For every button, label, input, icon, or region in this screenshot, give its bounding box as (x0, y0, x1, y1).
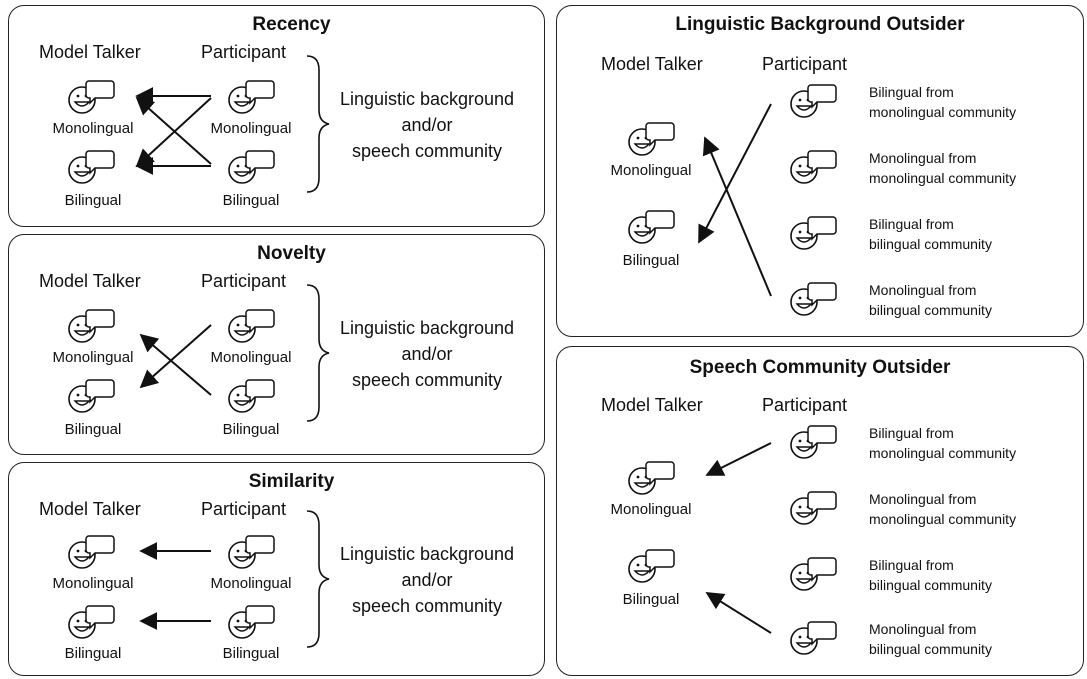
description-line: Bilingual from (869, 84, 954, 100)
model-talker-header: Model Talker (39, 42, 141, 62)
background-line: Linguistic background (339, 318, 515, 338)
talker-top-label: Monolingual (52, 575, 134, 592)
description-line: monolingual community (869, 511, 1017, 527)
arrow (135, 96, 212, 165)
talker-bottom-label: Bilingual (622, 252, 680, 269)
background-line: and/or (401, 344, 453, 364)
similarity-panel: Similarity Model Talker Participant Mono… (8, 462, 545, 676)
participant-description: Bilingual from bilingual community (869, 555, 992, 595)
background-text: Linguistic background and/or speech comm… (317, 315, 537, 393)
recency-arrows (135, 55, 330, 193)
participant-description: Bilingual from bilingual community (869, 214, 992, 254)
participant-header: Participant (201, 499, 287, 519)
novelty-panel: Novelty Model Talker Participant Monolin… (8, 234, 545, 455)
recency-panel: Recency Model Talker Participant Monolin… (8, 5, 545, 227)
description-line: Bilingual from (869, 557, 954, 573)
background-line: and/or (401, 115, 453, 135)
participant-top-label: Monolingual (210, 575, 292, 592)
participant-description: Bilingual from monolingual community (869, 82, 1016, 122)
description-line: bilingual community (869, 236, 992, 252)
arrow (698, 103, 772, 244)
talker-top-label: Monolingual (52, 120, 134, 137)
participant-bottom-label: Bilingual (222, 421, 280, 438)
participant-bottom-label: Bilingual (222, 645, 280, 662)
speech-community-outsider-panel: Speech Community Outsider Model Talker P… (556, 346, 1084, 676)
model-talker-header: Model Talker (601, 54, 703, 74)
background-line: Linguistic background (339, 89, 515, 109)
background-line: and/or (401, 570, 453, 590)
description-line: Bilingual from (869, 425, 954, 441)
panel-title: Recency (252, 14, 331, 35)
description-line: monolingual community (869, 104, 1017, 120)
arrow (139, 333, 212, 396)
description-line: bilingual community (869, 577, 992, 593)
brace (306, 55, 330, 193)
model-talker-header: Model Talker (601, 395, 703, 415)
description-line: bilingual community (869, 641, 992, 657)
participant-description: Monolingual from monolingual community (869, 148, 1016, 188)
participant-header: Participant (762, 395, 848, 415)
description-line: monolingual community (869, 170, 1017, 186)
panel-title: Novelty (257, 243, 326, 264)
arrow (705, 592, 772, 634)
participant-description: Monolingual from bilingual community (869, 619, 992, 659)
participant-bottom-label: Bilingual (222, 192, 280, 209)
outsider-arrows (698, 103, 772, 297)
participant-top-label: Monolingual (210, 349, 292, 366)
talker-top-label: Monolingual (610, 162, 692, 179)
panel-title: Speech Community Outsider (689, 357, 951, 378)
background-text: Linguistic background and/or speech comm… (317, 86, 537, 164)
background-line: speech community (351, 596, 503, 616)
panel-title: Similarity (248, 471, 335, 492)
novelty-arrows (139, 284, 330, 422)
participant-top-label: Monolingual (210, 120, 292, 137)
community-arrows (705, 442, 772, 634)
background-line: speech community (351, 141, 503, 161)
brace (306, 284, 330, 422)
arrow (705, 442, 772, 476)
talker-bottom-label: Bilingual (64, 645, 122, 662)
model-talker-header: Model Talker (39, 271, 141, 291)
brace (306, 510, 330, 648)
participant-header: Participant (762, 54, 848, 74)
description-line: Monolingual from (869, 282, 977, 298)
background-text: Linguistic background and/or speech comm… (317, 541, 537, 619)
participant-header: Participant (201, 42, 287, 62)
arrow (139, 324, 212, 389)
talker-top-label: Monolingual (610, 501, 692, 518)
background-line: Linguistic background (339, 544, 515, 564)
talker-top-label: Monolingual (52, 349, 134, 366)
background-line: speech community (351, 370, 503, 390)
talker-bottom-label: Bilingual (622, 591, 680, 608)
description-line: monolingual community (869, 445, 1017, 461)
arrow (702, 136, 772, 297)
description-line: Monolingual from (869, 621, 977, 637)
panel-title: Linguistic Background Outsider (675, 14, 965, 35)
talker-bottom-label: Bilingual (64, 192, 122, 209)
description-line: Bilingual from (869, 216, 954, 232)
description-line: Monolingual from (869, 491, 977, 507)
participant-header: Participant (201, 271, 287, 291)
similarity-arrows (139, 510, 330, 648)
talker-bottom-label: Bilingual (64, 421, 122, 438)
participant-description: Monolingual from monolingual community (869, 489, 1016, 529)
participant-description: Bilingual from monolingual community (869, 423, 1016, 463)
description-line: Monolingual from (869, 150, 977, 166)
participant-description: Monolingual from bilingual community (869, 280, 992, 320)
description-line: bilingual community (869, 302, 992, 318)
linguistic-background-outsider-panel: Linguistic Background Outsider Model Tal… (556, 5, 1084, 337)
model-talker-header: Model Talker (39, 499, 141, 519)
